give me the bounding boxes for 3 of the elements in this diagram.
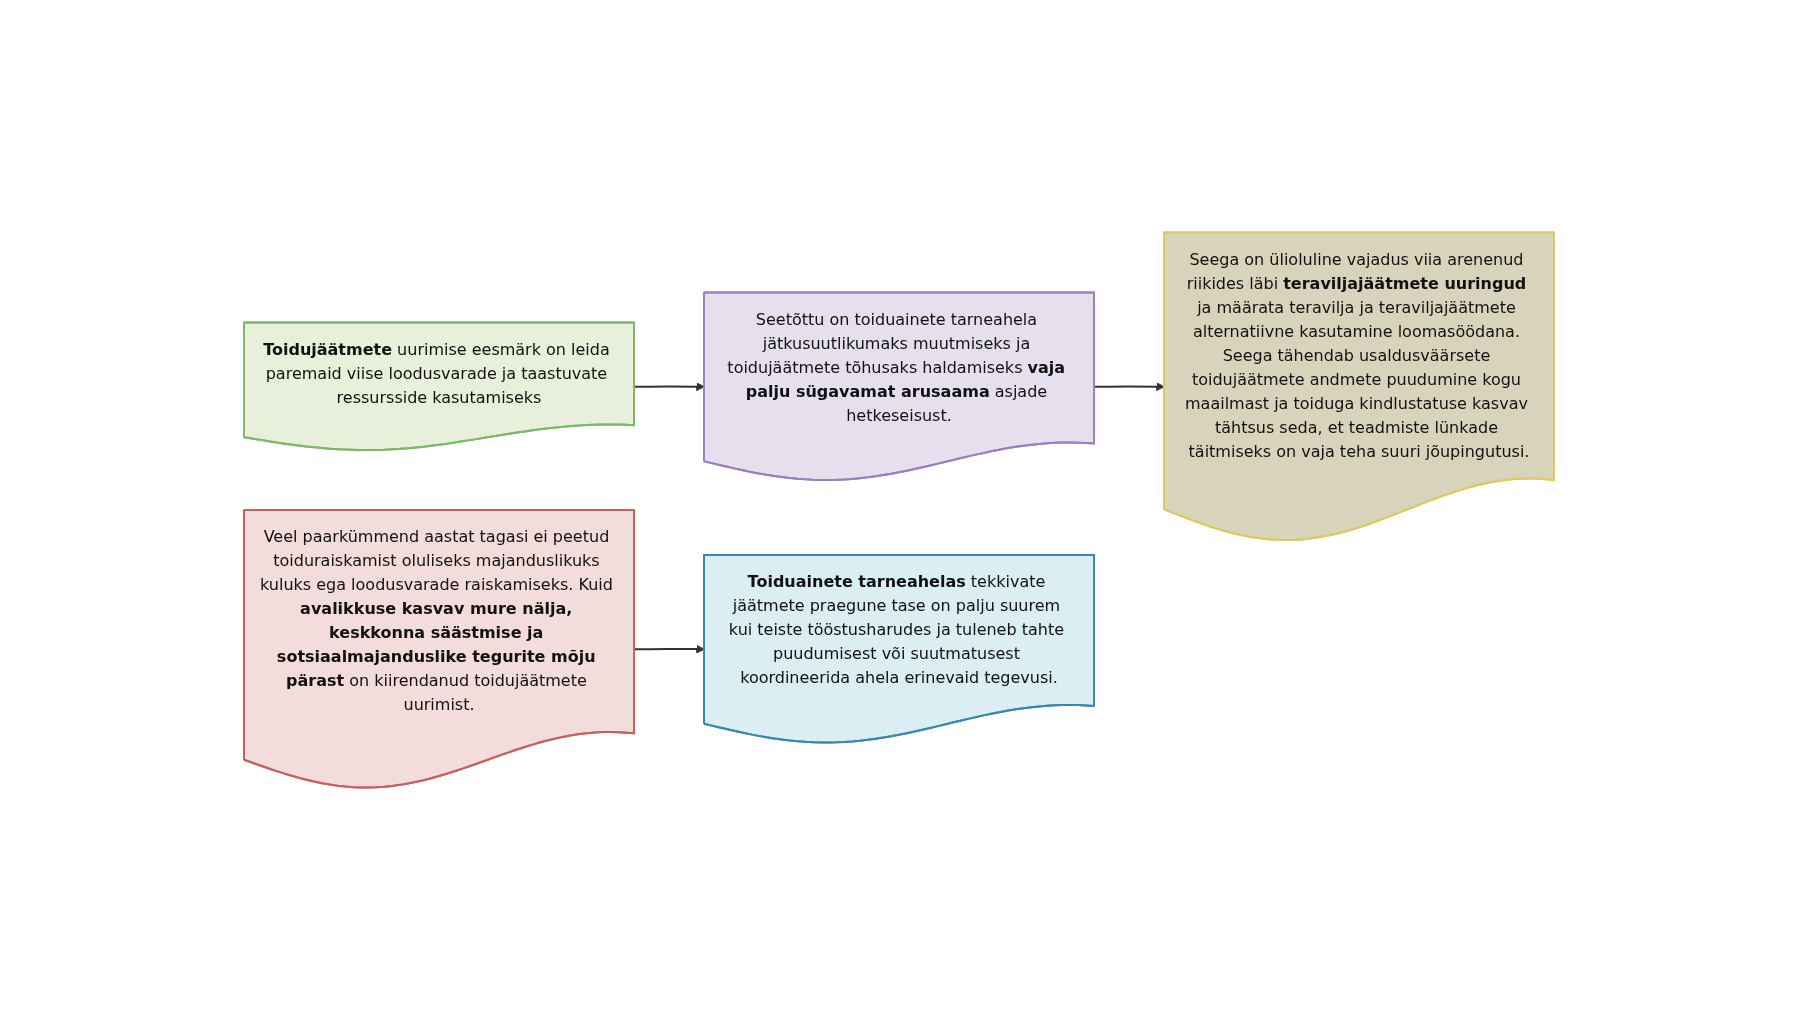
arrow [633,644,705,654]
arrow [633,382,705,392]
arrow [1093,382,1165,392]
